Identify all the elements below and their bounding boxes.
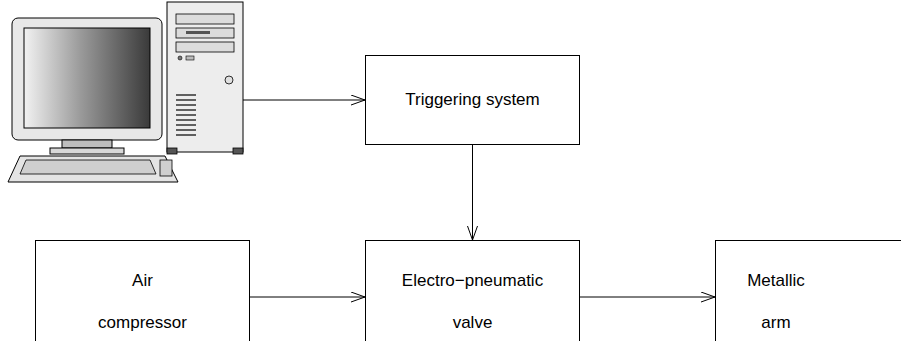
flow-arrow [580,297,715,298]
box-label: Triggering system [405,89,539,111]
process-box: Metallic arm [715,240,901,341]
flow-arrow [472,145,473,240]
process-box: Electro−pneumatic valve [365,240,580,341]
box-label: Air compressor [98,260,187,341]
process-box: Triggering system [365,55,580,145]
flow-arrow [250,297,365,298]
box-label: Metallic arm [747,260,805,341]
process-box: Air compressor [35,240,250,341]
box-label: Electro−pneumatic valve [402,260,543,341]
